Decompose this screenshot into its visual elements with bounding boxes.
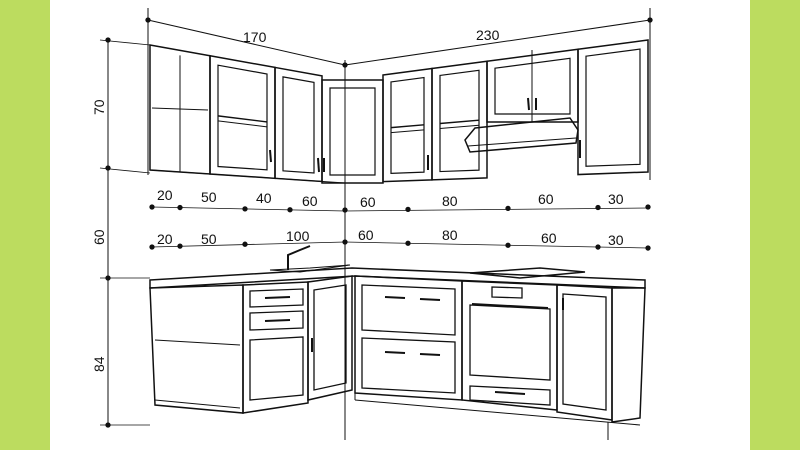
dimension-tick <box>342 62 348 68</box>
lower-dim-6: 30 <box>608 232 624 248</box>
dim-label-base-height: 84 <box>91 356 107 372</box>
upper-door-cabinet <box>274 66 323 183</box>
lower-dim-5: 60 <box>541 230 557 246</box>
dim-label-gap-height: 60 <box>91 229 107 245</box>
upper-dim-row-line <box>151 206 346 212</box>
dimension-tick <box>105 165 111 171</box>
drawer-right-2 <box>361 337 456 394</box>
base-door-left <box>249 336 304 401</box>
diagram-canvas <box>50 0 750 450</box>
upper-dim-row-line <box>344 207 649 212</box>
handle <box>494 391 526 395</box>
extension-line <box>99 39 151 46</box>
oven-display <box>491 286 523 299</box>
glass-shelf <box>390 129 425 134</box>
shelf <box>154 339 241 346</box>
upper-glass-cabinet-right-2-panel <box>439 69 480 173</box>
dimension-tick <box>342 207 348 213</box>
glass-shelf <box>439 119 480 125</box>
dim-label-upper-height: 70 <box>91 99 107 115</box>
glass-shelf <box>390 124 425 129</box>
drawer-right-1 <box>361 284 456 336</box>
upper-dim-2: 40 <box>256 190 272 206</box>
upper-bottom-edge <box>149 169 346 184</box>
handle <box>264 296 291 299</box>
lower-dim-4: 80 <box>442 227 458 243</box>
dimension-tick <box>105 37 111 43</box>
cooktop <box>469 267 586 279</box>
faucet <box>287 245 311 270</box>
open-corner-shelf-base <box>149 284 244 414</box>
dimension-tick <box>405 206 411 213</box>
lower-dim-row-line <box>344 241 649 249</box>
oven-handle <box>471 303 549 309</box>
upper-tall-cabinet-panel <box>585 48 641 167</box>
lower-dim-0: 20 <box>157 231 173 247</box>
handle <box>384 296 406 299</box>
oven-window <box>469 304 551 381</box>
dimension-tick <box>145 17 151 23</box>
dim-label-170: 170 <box>243 29 267 45</box>
oven <box>461 280 558 411</box>
upper-dim-7: 30 <box>608 191 624 207</box>
handle <box>419 298 441 301</box>
lower-dim-2: 100 <box>286 228 310 244</box>
upper-dim-6: 60 <box>538 191 554 207</box>
drawer-unit <box>242 281 309 414</box>
range-hood <box>464 117 579 153</box>
lower-dim-row-line <box>151 241 346 248</box>
lower-dim-3: 60 <box>358 227 374 243</box>
base-door-right <box>556 284 613 421</box>
handle <box>264 319 291 322</box>
dimension-line-230 <box>344 19 651 66</box>
base-end-panel <box>611 287 646 423</box>
dimension-line-170 <box>147 19 346 66</box>
hood-edge <box>467 137 577 147</box>
handle <box>527 97 530 111</box>
upper-glass-cabinet-panel <box>217 64 268 171</box>
shelf <box>154 399 241 409</box>
upper-dim-4: 60 <box>360 194 376 210</box>
upper-glass-cabinet-right <box>382 67 433 183</box>
upper-dim-5: 80 <box>442 193 458 209</box>
glass-shelf <box>439 124 480 130</box>
upper-glass-cabinet-right-panel <box>390 76 425 174</box>
upper-dim-0: 20 <box>157 187 173 203</box>
upper-short-cabinet-panel <box>494 57 571 115</box>
drawer-1 <box>249 288 304 308</box>
upper-glass-cabinet-right-2 <box>431 60 488 181</box>
upper-dim-3: 60 <box>302 193 318 209</box>
plinth-line <box>354 399 641 426</box>
base-door-corner <box>307 275 353 401</box>
handle <box>419 353 441 356</box>
base-door-right-panel <box>562 293 607 411</box>
dimension-tick <box>647 17 653 23</box>
dim-label-230: 230 <box>476 27 500 43</box>
drawer-2 <box>249 310 304 331</box>
upper-corner-cabinet-panel <box>329 87 376 176</box>
upper-dim-1: 50 <box>201 189 217 205</box>
upper-door-cabinet-panel <box>282 76 315 174</box>
handle <box>384 351 406 354</box>
extension-line <box>99 167 151 174</box>
base-door-corner-panel <box>313 284 347 391</box>
handle <box>317 157 320 173</box>
upper-corner-cabinet <box>321 79 384 184</box>
shelf <box>151 107 209 111</box>
upper-tall-cabinet <box>577 39 649 176</box>
glass-shelf <box>217 120 268 128</box>
lower-dim-1: 50 <box>201 231 217 247</box>
sink <box>269 264 351 273</box>
oven-drawer <box>469 385 551 406</box>
handle <box>269 149 272 163</box>
glass-shelf <box>217 115 268 123</box>
